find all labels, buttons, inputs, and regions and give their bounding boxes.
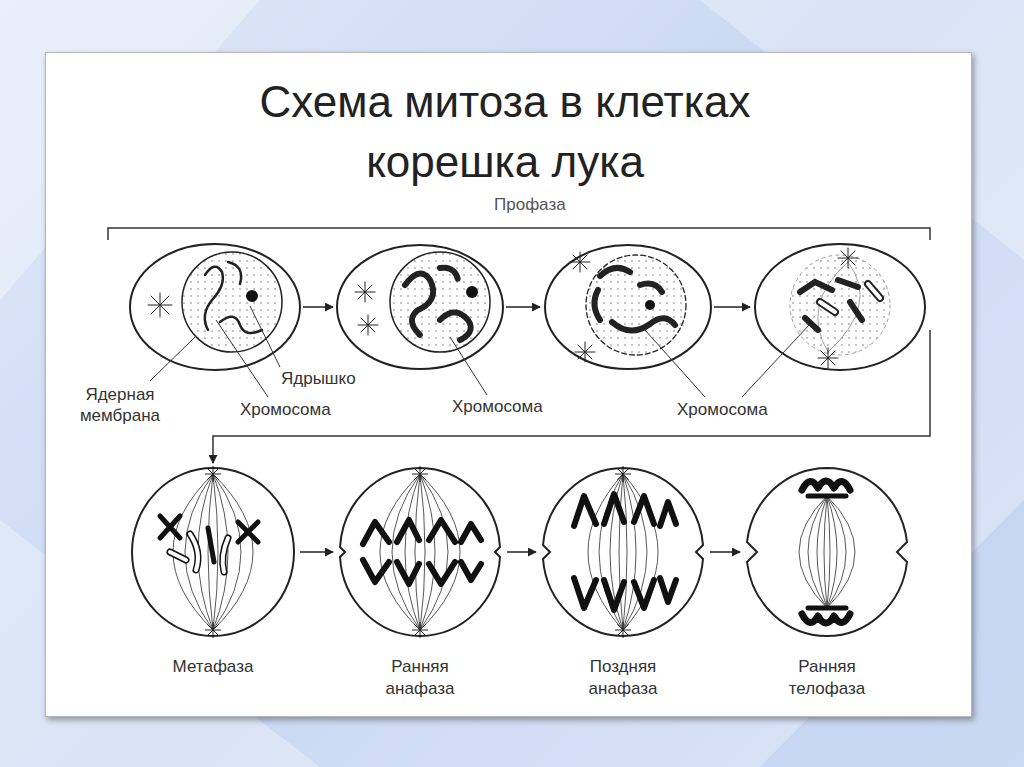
phase-label: Профаза [492, 194, 568, 215]
spindle-fiber [799, 496, 827, 608]
chromosome [808, 606, 846, 611]
spindle-fiber [817, 496, 827, 608]
spindle-fiber [208, 474, 213, 630]
cell-drawing [130, 466, 296, 638]
prophase-cell [130, 244, 300, 370]
spindle-fiber [420, 474, 448, 630]
chromosome [604, 494, 624, 524]
chromosome [802, 614, 850, 623]
spindle-fiber [420, 474, 435, 630]
chromosome [170, 552, 186, 560]
cell-drawing [540, 466, 706, 638]
part-label: Ядерная мембрана [68, 384, 172, 426]
chromosome [808, 494, 846, 499]
part-label: Хромосома [238, 399, 333, 420]
aster [615, 622, 631, 638]
chromosome [660, 578, 676, 602]
spindle-fiber [827, 496, 830, 608]
chromosome [238, 522, 258, 542]
chromosome [429, 562, 455, 584]
chromosome [190, 534, 198, 570]
chromosome [397, 562, 419, 584]
cell-stage: Ранняя телофаза [744, 466, 910, 700]
spindle-fiber [392, 474, 420, 630]
spindle-fiber [173, 474, 213, 630]
spindle-fiber [827, 496, 846, 608]
aster [205, 466, 221, 482]
cell-outline [340, 468, 500, 636]
spindle-fiber [599, 474, 623, 630]
spindle-fiber [623, 474, 627, 630]
stage-name: Поздняя анафаза [563, 656, 683, 700]
spindle-fiber [185, 474, 213, 630]
cell-outline [747, 468, 907, 636]
chromosome [429, 520, 455, 542]
chromosome [363, 522, 389, 544]
leader-line [150, 306, 810, 397]
chromosome [208, 528, 214, 562]
cell-drawing [337, 466, 503, 638]
chromosome [397, 520, 419, 542]
prophase-cell [755, 244, 925, 370]
chromosome [160, 516, 180, 538]
spindle-fiber [415, 474, 420, 630]
cell-outline [543, 468, 703, 636]
spindle-fiber [824, 496, 827, 608]
spindle-fiber [420, 474, 460, 630]
row-connector [213, 330, 930, 463]
chromosome [190, 534, 198, 570]
cell-stage: Ранняя анафаза [337, 466, 503, 700]
chromosome [223, 538, 228, 572]
chromosome [604, 580, 624, 610]
spindle-fiber [619, 474, 623, 630]
spindle-fiber [588, 474, 623, 630]
aster [412, 466, 428, 482]
part-label: Хромосома [675, 399, 770, 420]
chromosome [461, 562, 481, 580]
part-label: Хромосома [450, 396, 545, 417]
spindle-fiber [420, 474, 425, 630]
cell-stage: Поздняя анафаза [540, 466, 706, 700]
prophase-cell [337, 245, 503, 369]
chromosome [574, 578, 596, 608]
slide-title: Схема митоза в клетках корешка лука [195, 72, 815, 192]
spindle-fiber [405, 474, 420, 630]
spindle-fiber [808, 496, 827, 608]
prophase-bracket [108, 228, 930, 240]
stage-name: Метафаза [153, 656, 273, 678]
stage-arrow [303, 306, 750, 308]
spindle-fiber [623, 474, 658, 630]
spindle-fiber [213, 474, 253, 630]
chromosome [634, 496, 654, 524]
spindle-fiber [827, 496, 837, 608]
prophase-cell [545, 245, 711, 369]
stage-arrow [710, 551, 740, 553]
chromosome [634, 580, 654, 608]
stage-arrow [300, 551, 333, 553]
spindle-fiber [213, 474, 241, 630]
chromosome [223, 538, 228, 572]
cell-drawing [744, 466, 910, 638]
spindle-fiber [827, 496, 855, 608]
cell-outline [132, 468, 294, 636]
spindle-fiber [623, 474, 636, 630]
stage-name: Ранняя анафаза [360, 656, 480, 700]
spindle-fiber [380, 474, 420, 630]
stage-name: Ранняя телофаза [767, 656, 887, 700]
chromosome [170, 552, 186, 560]
aster [412, 622, 428, 638]
aster [615, 466, 631, 482]
chromosome [660, 502, 676, 526]
stage-arrow [507, 551, 536, 553]
part-label: Ядрышко [279, 368, 358, 389]
chromosome [461, 524, 481, 542]
cell-stage: Метафаза [130, 466, 296, 678]
chromosome [574, 496, 596, 526]
spindle-fiber [213, 474, 228, 630]
aster [205, 622, 221, 638]
chromosome [363, 560, 389, 582]
chromosome [802, 481, 850, 490]
